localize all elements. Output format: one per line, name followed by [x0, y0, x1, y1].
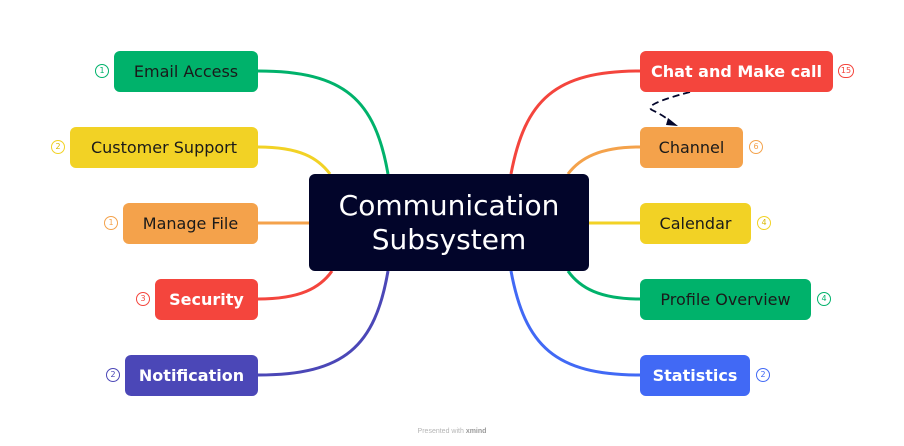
topic-email-access[interactable]: Email Access: [114, 51, 258, 92]
badge-profile-overview: 4: [817, 292, 831, 306]
central-topic-line2: Subsystem: [371, 222, 527, 256]
connector-security: [257, 270, 334, 301]
badge-channel: 6: [749, 140, 763, 154]
topic-calendar[interactable]: Calendar: [640, 203, 751, 244]
connector-profile-overview: [566, 270, 641, 301]
topic-label: Manage File: [142, 214, 239, 233]
badge-security: 3: [136, 292, 150, 306]
presented-with-footer: Presented with xmind: [0, 428, 904, 435]
connector-notification: [257, 270, 390, 377]
topic-label: Security: [169, 290, 244, 309]
footer-prefix: Presented with: [417, 428, 464, 435]
badge-email-access: 1: [95, 64, 109, 78]
topic-notification[interactable]: Notification: [125, 355, 258, 396]
badge-statistics: 2: [756, 368, 770, 382]
topic-customer-support[interactable]: Customer Support: [70, 127, 258, 168]
topic-chat-and-make-call[interactable]: Chat and Make call: [640, 51, 833, 92]
topic-label: Calendar: [659, 214, 732, 233]
badge-manage-file: 1: [104, 216, 118, 230]
topic-security[interactable]: Security: [155, 279, 258, 320]
badge-notification: 2: [106, 368, 120, 382]
footer-brand: xmind: [465, 428, 487, 435]
relationship-arrow: [649, 91, 691, 125]
connector-channel: [566, 145, 641, 175]
topic-label: Notification: [138, 366, 245, 385]
connector-chat: [509, 69, 641, 175]
topic-channel[interactable]: Channel: [640, 127, 743, 168]
topic-label: Customer Support: [90, 138, 238, 157]
topic-profile-overview[interactable]: Profile Overview: [640, 279, 811, 320]
topic-label: Email Access: [133, 62, 239, 81]
badge-chat-and-make-call: 15: [838, 64, 854, 78]
topic-manage-file[interactable]: Manage File: [123, 203, 258, 244]
central-topic[interactable]: Communication Subsystem: [309, 174, 589, 271]
topic-label: Profile Overview: [660, 290, 791, 309]
topic-label: Chat and Make call: [651, 62, 822, 81]
relationship-arrowhead: [666, 118, 678, 126]
connector-customer-support: [257, 145, 332, 175]
badge-customer-support: 2: [51, 140, 65, 154]
topic-label: Channel: [658, 138, 725, 157]
topic-statistics[interactable]: Statistics: [640, 355, 750, 396]
central-topic-line1: Communication: [338, 188, 560, 222]
badge-calendar: 4: [757, 216, 771, 230]
connector-email-access: [257, 69, 390, 175]
connector-statistics: [509, 270, 641, 377]
topic-label: Statistics: [652, 366, 738, 385]
